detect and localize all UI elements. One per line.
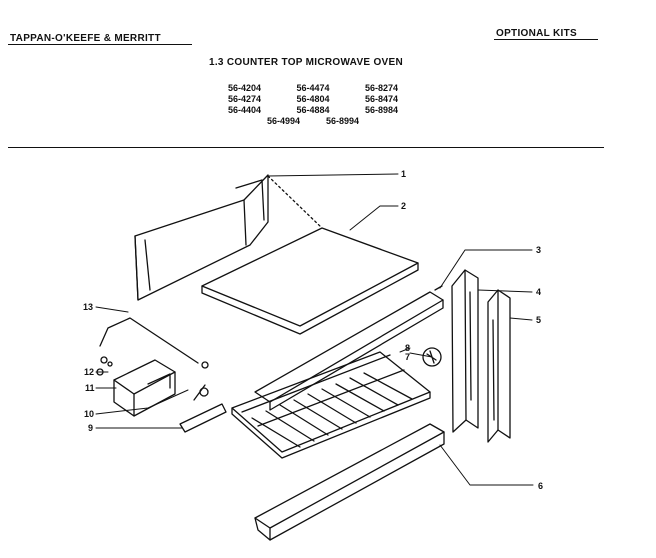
latch-assembly xyxy=(96,317,227,433)
part-4-side-channel xyxy=(451,269,479,433)
part-8-floor-grid xyxy=(231,351,431,459)
model-number: 56-4204 xyxy=(228,83,262,93)
model-number-list: 56-4204 56-4474 56-8274 56-4274 56-4804 … xyxy=(228,83,398,127)
callout-number: 2 xyxy=(401,201,406,211)
part-13-cable xyxy=(99,317,199,364)
manufacturer-underline xyxy=(8,44,192,45)
section-title: OPTIONAL KITS xyxy=(496,28,577,39)
model-number: 56-4474 xyxy=(296,83,330,93)
callout-number: 7 xyxy=(405,352,410,362)
callout-number: 11 xyxy=(85,383,95,393)
manufacturer-name: TAPPAN-O'KEEFE & MERRITT xyxy=(10,33,161,44)
part-6-bottom-channel xyxy=(254,423,445,541)
model-number: 56-4884 xyxy=(296,105,330,115)
diagram-title: 1.3 COUNTER TOP MICROWAVE OVEN xyxy=(208,57,404,68)
section-underline xyxy=(494,39,598,40)
model-row: 56-4404 56-4884 56-8984 xyxy=(228,105,398,116)
model-number: 56-4804 xyxy=(296,94,330,104)
callout-number: 13 xyxy=(83,302,93,312)
model-number: 56-8994 xyxy=(326,116,360,126)
model-number: 56-8474 xyxy=(364,94,398,104)
callout-number: 12 xyxy=(84,367,94,377)
model-row: 56-4204 56-4474 56-8274 xyxy=(228,83,398,94)
part-2-top-plate xyxy=(201,175,419,335)
model-number: 56-4994 xyxy=(266,116,300,126)
part-5-side-channel xyxy=(487,289,511,443)
part-1-back-panel xyxy=(134,174,269,301)
callout-labels: 1 2 3 4 5 6 7 8 9 10 11 12 13 xyxy=(83,169,543,491)
model-number: 56-8984 xyxy=(364,105,398,115)
model-row: 56-4994 56-8994 xyxy=(228,116,398,127)
callout-number: 9 xyxy=(88,423,93,433)
callout-leaders xyxy=(95,173,534,486)
callout-number: 3 xyxy=(536,245,541,255)
part-9-bracket xyxy=(179,403,227,433)
callout-number: 5 xyxy=(536,315,541,325)
callout-number: 8 xyxy=(405,343,410,353)
model-number: 56-8274 xyxy=(364,83,398,93)
callout-number: 1 xyxy=(401,169,406,179)
model-number: 56-4274 xyxy=(228,94,262,104)
callout-number: 10 xyxy=(84,409,94,419)
model-row: 56-4274 56-4804 56-8474 xyxy=(228,94,398,105)
callout-number: 4 xyxy=(536,287,541,297)
callout-number: 6 xyxy=(538,481,543,491)
model-number: 56-4404 xyxy=(228,105,262,115)
section-divider xyxy=(8,147,604,148)
part-11-latch-housing xyxy=(113,359,176,395)
